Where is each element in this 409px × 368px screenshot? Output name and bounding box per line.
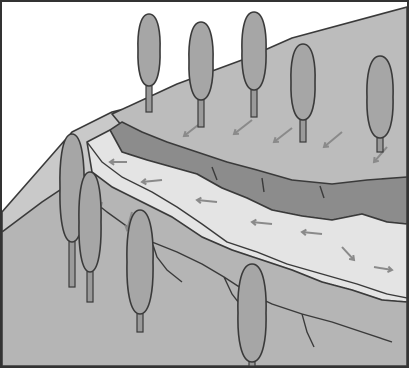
tree-crown [79, 172, 101, 272]
tree-crown [189, 22, 213, 100]
hillside-gully-illustration [2, 2, 407, 366]
tree-crown [367, 56, 393, 138]
tree-crown [291, 44, 315, 120]
tree-crown [238, 264, 266, 362]
tree-crown [242, 12, 266, 90]
tree-crown [127, 210, 153, 314]
tree-icon [238, 264, 266, 366]
tree-crown [138, 14, 160, 86]
